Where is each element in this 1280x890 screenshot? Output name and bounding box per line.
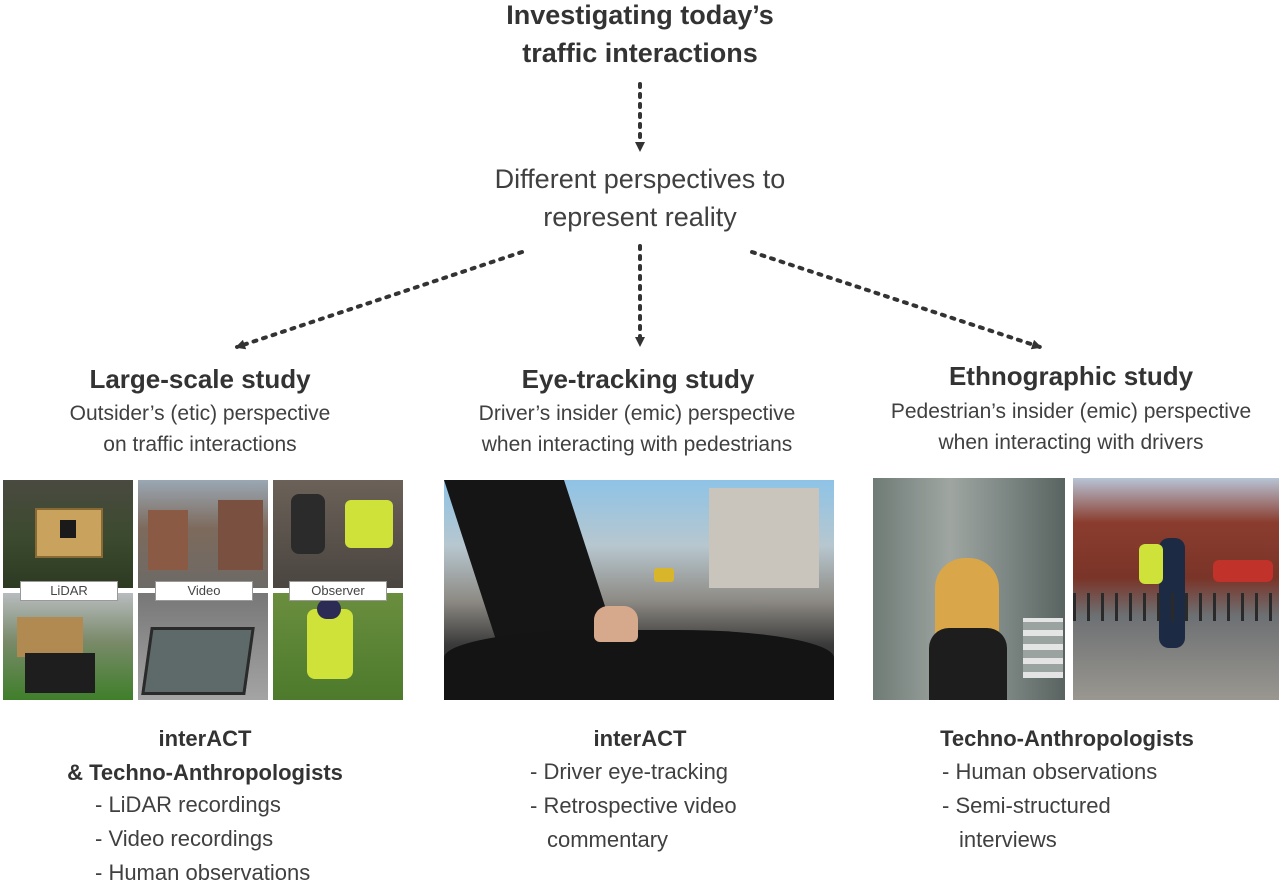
eye-tracking-description: Driver’s insider (emic) perspective when… xyxy=(478,402,796,456)
main-title: Investigating today’s traffic interactio… xyxy=(440,0,840,72)
photo-pedestrian-observers xyxy=(1073,478,1279,700)
arrow-to-ethnographic xyxy=(750,250,1042,350)
eye-tracking-title: Eye-tracking study xyxy=(521,364,755,394)
ethnographic-team: Techno-Anthropologists xyxy=(940,726,1194,751)
list-item: interviews xyxy=(959,827,1057,852)
photo-pedestrian-blonde xyxy=(873,478,1065,700)
list-item: - Semi-structured xyxy=(942,793,1111,818)
ethnographic-methods: - Human observations - Semi-structured i… xyxy=(942,755,1157,857)
main-title-line2: traffic interactions xyxy=(522,38,758,68)
eye-tracking-team: interACT xyxy=(593,726,687,751)
large-scale-description: Outsider’s (etic) perspective on traffic… xyxy=(69,402,331,456)
arrow-to-large-scale xyxy=(235,250,524,350)
label-video: Video xyxy=(155,581,253,601)
ethnographic-title: Ethnographic study xyxy=(948,361,1194,391)
photo-lidar-bottom xyxy=(3,593,133,700)
large-scale-methods: - LiDAR recordings - Video recordings - … xyxy=(95,788,310,890)
perspectives-line1: Different perspectives to xyxy=(494,164,786,194)
main-title-line1: Investigating today’s xyxy=(506,0,774,30)
perspectives-line2: represent reality xyxy=(543,202,737,232)
perspectives-text: Different perspectives to represent real… xyxy=(440,160,840,236)
photo-video-bottom xyxy=(138,593,268,700)
photo-eye-tracking-driver xyxy=(444,480,834,700)
label-lidar: LiDAR xyxy=(20,581,118,601)
list-item: - Human observations xyxy=(95,860,311,885)
ethnographic-description: Pedestrian’s insider (emic) perspective … xyxy=(890,400,1252,454)
photo-lidar-top xyxy=(3,480,133,588)
list-item: - Human observations xyxy=(942,759,1158,784)
list-item: - Retrospective video xyxy=(530,793,737,818)
label-observer: Observer xyxy=(289,581,387,601)
list-item: - Video recordings xyxy=(95,826,274,851)
list-item: - LiDAR recordings xyxy=(95,792,281,817)
eye-tracking-methods: - Driver eye-tracking - Retrospective vi… xyxy=(530,755,737,857)
photo-observer-top xyxy=(273,480,403,588)
photo-observer-bottom xyxy=(273,593,403,700)
list-item: - Driver eye-tracking xyxy=(530,759,729,784)
list-item: commentary xyxy=(547,827,669,852)
photo-video-top xyxy=(138,480,268,588)
large-scale-team: interACT & Techno-Anthropologists xyxy=(67,726,343,785)
large-scale-title: Large-scale study xyxy=(89,364,311,394)
